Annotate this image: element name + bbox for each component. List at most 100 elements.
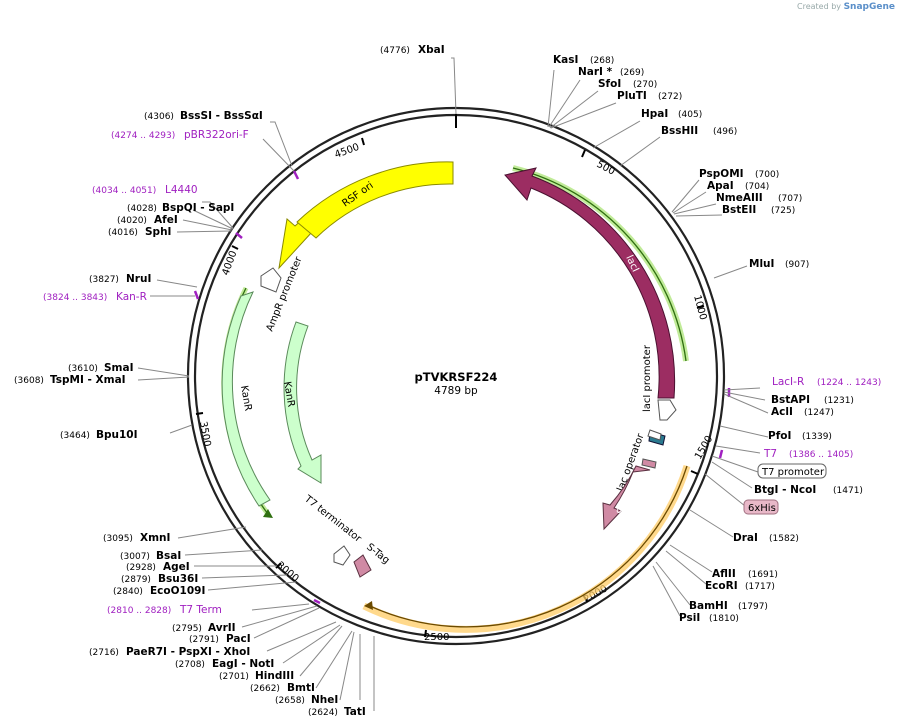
- enzyme-pos-nrui: (3827): [89, 275, 119, 285]
- enzyme-bsu36i[interactable]: Bsu36I: [158, 573, 198, 585]
- enzyme-pos-nhei: (2658): [275, 696, 305, 706]
- enzyme-xmni[interactable]: XmnI: [140, 532, 170, 544]
- enzyme-aflii[interactable]: AflII: [712, 568, 736, 580]
- enzyme-pos-bamhi: (1797): [738, 602, 768, 612]
- enzyme-pluti[interactable]: PluTI: [617, 90, 647, 102]
- enzyme-avrii[interactable]: AvrII: [208, 622, 236, 634]
- leader-nari: [548, 79, 581, 128]
- enzyme-tati[interactable]: TatI: [344, 706, 366, 718]
- enzyme-paci[interactable]: PacI: [226, 633, 251, 645]
- enzyme-eagi[interactable]: EagI - NotI: [212, 658, 274, 670]
- snapgene-credit: Created by SnapGene: [797, 2, 895, 12]
- primer-laci-r[interactable]: LacI-R: [772, 376, 804, 388]
- enzyme-pos-avrii: (2795): [172, 624, 202, 634]
- t7-promoter-label[interactable]: T7 promoter: [761, 467, 825, 478]
- leader-hindiii: [299, 625, 343, 677]
- tick-4000: [231, 245, 239, 250]
- enzyme-bsshii[interactable]: BssHII: [661, 125, 698, 137]
- leader-t7term: [251, 603, 310, 611]
- enzyme-bsai[interactable]: BsaI: [156, 550, 181, 562]
- enzyme-nari[interactable]: NarI *: [578, 66, 613, 78]
- kanR-inner-arrow: [283, 321, 322, 484]
- enzyme-paer7i[interactable]: PaeR7I - PspXI - XhoI: [126, 646, 250, 658]
- tick-3500: [195, 412, 204, 415]
- leader-ecori: [665, 550, 707, 585]
- enzyme-hpai[interactable]: HpaI: [641, 108, 668, 120]
- primer-mark-pbr322: [292, 170, 300, 180]
- kanR-outer-arrow: [221, 291, 271, 507]
- kanR-inner-label: KanR: [281, 381, 296, 408]
- enzyme-kasi[interactable]: KasI: [553, 54, 578, 66]
- enzyme-bmti[interactable]: BmtI: [287, 682, 315, 694]
- enzyme-xbai[interactable]: XbaI: [418, 44, 445, 56]
- primer-mark-l4440: [235, 232, 243, 239]
- enzyme-nmeaiii[interactable]: NmeAIII: [716, 192, 763, 204]
- tick-500: [581, 149, 586, 158]
- enzyme-afei[interactable]: AfeI: [154, 214, 178, 226]
- enzyme-bsssi[interactable]: BssSI - BssSαI: [180, 110, 263, 122]
- mcs-line: [369, 465, 688, 628]
- primer-pos-kanr: (3824 .. 3843): [43, 293, 107, 303]
- enzyme-bamhi[interactable]: BamHI: [689, 600, 728, 612]
- leader-apai: [672, 191, 707, 214]
- enzyme-pfoi[interactable]: PfoI: [768, 430, 791, 442]
- leader-lines: [137, 57, 769, 711]
- leader-tspmi: [137, 376, 190, 381]
- leader-pspomi: [671, 179, 700, 213]
- enzyme-pos-xmni: (3095): [103, 534, 133, 544]
- kanR-outer-arrowhead: [263, 509, 273, 518]
- enzyme-smai[interactable]: SmaI: [104, 362, 134, 374]
- enzyme-pos-nmeaiii: (707): [778, 194, 802, 204]
- enzyme-psii[interactable]: PsiI: [679, 612, 700, 624]
- his-tag-label[interactable]: 6xHis: [748, 503, 776, 514]
- tick-label-2500: 2500: [424, 632, 449, 643]
- enzyme-mlui[interactable]: MluI: [749, 258, 774, 270]
- plasmid-name: pTVKRSF224: [415, 370, 498, 384]
- t7-promoter-box: [757, 463, 827, 479]
- enzyme-pos-apai: (704): [745, 182, 769, 192]
- tick-3000: [275, 562, 282, 569]
- primer-pbr322[interactable]: pBR322ori-F: [184, 129, 249, 141]
- enzyme-pos-bspqi: (4028): [127, 204, 157, 214]
- enzyme-pos-hpai: (405): [678, 110, 702, 120]
- primer-t7[interactable]: T7: [763, 448, 777, 460]
- enzyme-pos-paci: (2791): [189, 635, 219, 645]
- enzyme-acli[interactable]: AclI: [771, 406, 793, 418]
- enzyme-sphi[interactable]: SphI: [145, 226, 171, 238]
- primer-kanr[interactable]: Kan-R: [116, 291, 147, 303]
- leader-mlui: [713, 265, 748, 279]
- leader-afei: [182, 219, 233, 231]
- tick-label-3500: 3500: [197, 421, 212, 448]
- primer-t7term[interactable]: T7 Term: [179, 604, 222, 616]
- enzyme-sfoi[interactable]: SfoI: [598, 78, 621, 90]
- enzyme-bpu10i[interactable]: Bpu10I: [96, 429, 138, 441]
- enzyme-drai[interactable]: DraI: [733, 532, 758, 544]
- enzyme-pos-bsai: (3007): [120, 552, 150, 562]
- primer-labels: (4274 .. 4293) pBR322ori-F (4034 .. 4051…: [43, 129, 881, 616]
- leader-bpu10i: [169, 424, 193, 434]
- leader-xbai: [451, 57, 457, 115]
- enzyme-ecori[interactable]: EcoRI: [705, 580, 738, 592]
- enzyme-pos-bsteii: (725): [771, 206, 795, 216]
- leader-6xhis: [704, 473, 746, 507]
- enzyme-hindiii[interactable]: HindIII: [255, 670, 294, 682]
- lacI-promoter-arrow: [657, 399, 677, 421]
- enzyme-bstapi[interactable]: BstAPI: [771, 394, 810, 406]
- enzyme-ecoo109i[interactable]: EcoO109I: [150, 585, 205, 597]
- enzyme-nrui[interactable]: NruI: [126, 273, 151, 285]
- primer-l4440[interactable]: L4440: [165, 184, 198, 196]
- enzyme-bsteii[interactable]: BstEII: [722, 204, 756, 216]
- leader-t7prom: [711, 455, 759, 473]
- enzyme-bspqi[interactable]: BspQI - SapI: [162, 202, 234, 214]
- enzyme-pos-pluti: (272): [658, 92, 682, 102]
- enzyme-pspomi[interactable]: PspOMI: [699, 168, 744, 180]
- enzyme-agei[interactable]: AgeI: [163, 561, 190, 573]
- enzyme-pos-eagi: (2708): [175, 660, 205, 670]
- enzyme-nhei[interactable]: NheI: [311, 694, 338, 706]
- ampr-promoter-arrow: [260, 267, 282, 293]
- enzyme-tspmi[interactable]: TspMI - XmaI: [50, 374, 126, 386]
- enzyme-apai[interactable]: ApaI: [707, 180, 734, 192]
- leader-eagi: [282, 624, 341, 664]
- enzyme-btgi[interactable]: BtgI - NcoI: [754, 484, 816, 496]
- mcs-arrowhead: [364, 601, 373, 610]
